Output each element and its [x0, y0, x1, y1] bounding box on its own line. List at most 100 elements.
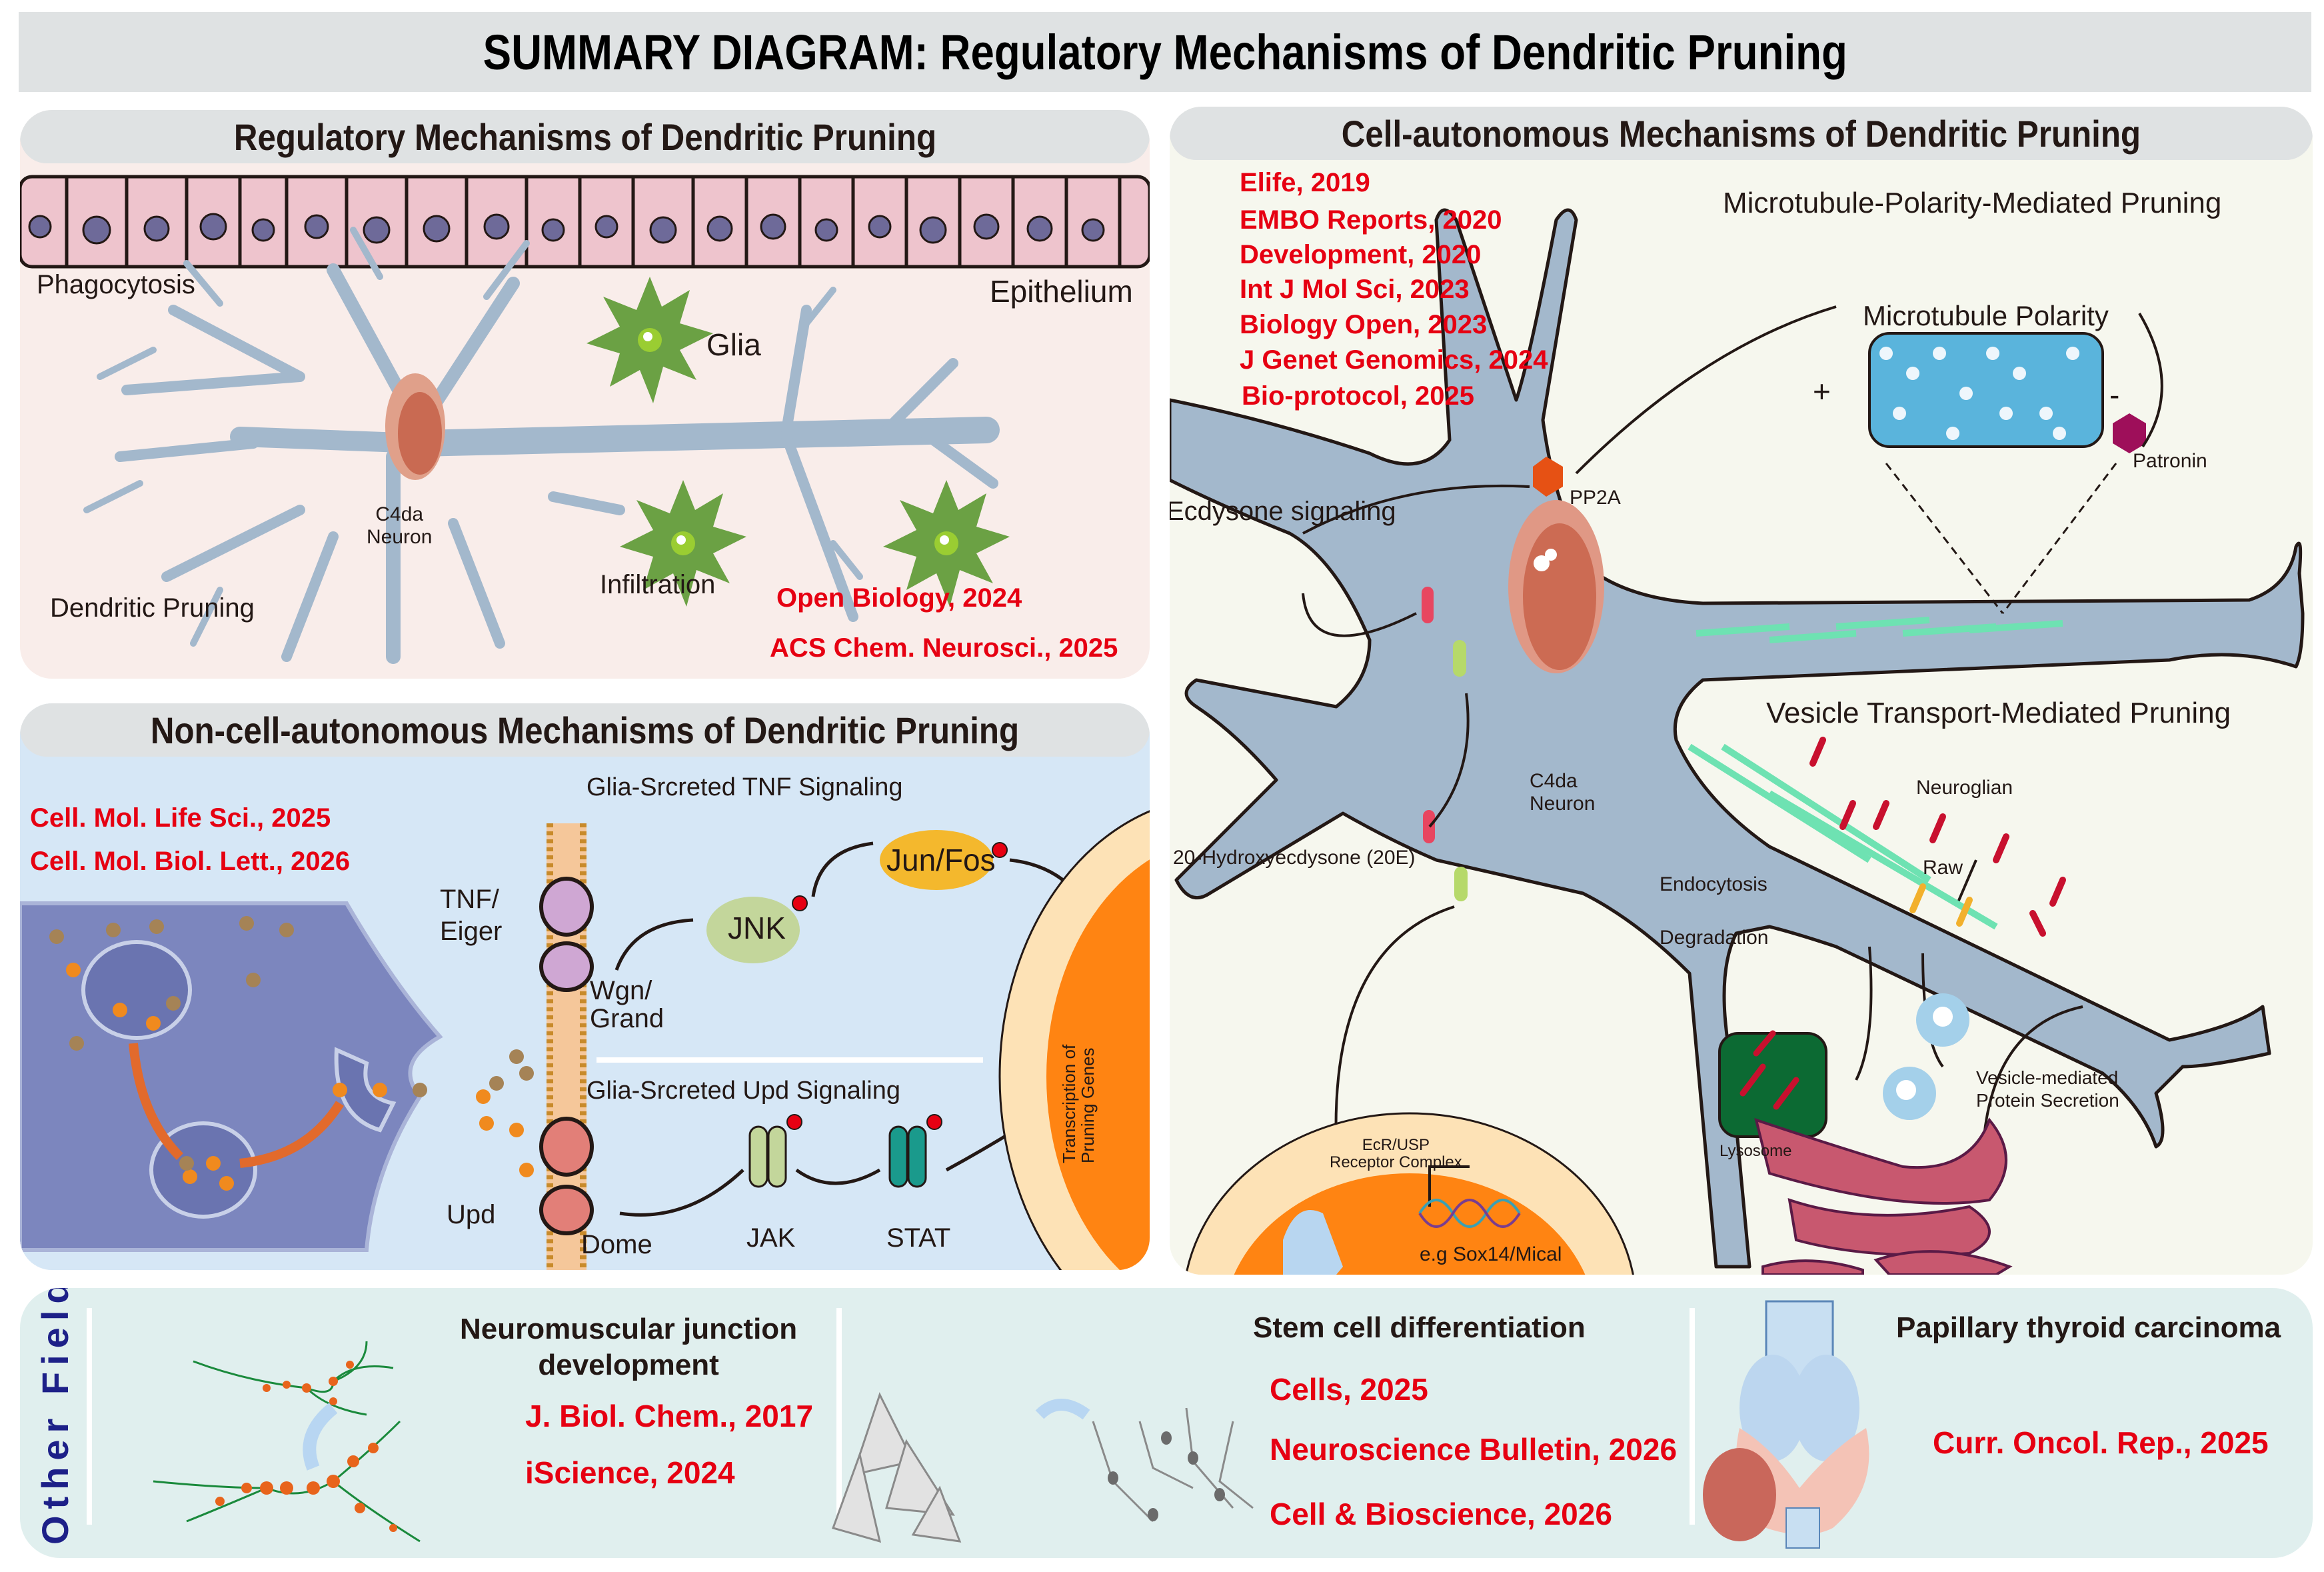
pp2a-icon — [1533, 457, 1563, 497]
target-genes-label: e.g Sox14/Mical — [1420, 1243, 1562, 1265]
thyroid-drawing — [1703, 1300, 1869, 1549]
glia-cell-vesicles — [20, 901, 443, 1252]
wgn-label-line1: Wgn/ — [590, 976, 652, 1005]
neuron-label-line1: C4da — [1530, 770, 1578, 792]
upd-section-title: Glia-Srcreted Upd Signaling — [586, 1077, 901, 1105]
phagocytosis-label: Phagocytosis — [37, 270, 195, 299]
transcription-label-line2: Pruning Genes — [1078, 1047, 1098, 1163]
nucleus — [998, 810, 1150, 1270]
citation: Bio-protocol, 2025 — [1242, 381, 1474, 411]
main-title-bar: SUMMARY DIAGRAM: Regulatory Mechanisms o… — [19, 12, 2311, 92]
dome-label: Dome — [581, 1230, 652, 1259]
noncell-illustration — [20, 810, 1150, 1270]
raw-markers — [1909, 883, 1973, 927]
ecdysone-molecule — [1454, 867, 1468, 901]
divider — [87, 1308, 92, 1525]
citation: EMBO Reports, 2020 — [1240, 205, 1502, 235]
citation: Development, 2020 — [1240, 240, 1482, 269]
stem-cell-drawing — [832, 1392, 962, 1543]
ecr-usp-label: EcR/USP Receptor Complex — [1330, 1137, 1462, 1171]
neuron-label: C4da Neuron — [367, 503, 432, 549]
nmj-title-line1: Neuromuscular junction — [460, 1313, 798, 1345]
stat-label: STAT — [886, 1223, 951, 1253]
cell-panel: Cell-autonomous Mechanisms of Dendritic … — [1170, 107, 2313, 1275]
citation: Open Biology, 2024 — [776, 583, 1022, 613]
citation: ACS Chem. Neurosci., 2025 — [770, 633, 1118, 663]
microtubule-section-title: Microtubule-Polarity-Mediated Pruning — [1723, 187, 2222, 219]
regulatory-illustration — [20, 175, 1150, 664]
regulatory-panel-title: Regulatory Mechanisms of Dendritic Pruni… — [233, 115, 936, 158]
microtubule-filaments — [1688, 617, 2063, 930]
nmj-drawing — [153, 1341, 421, 1543]
transition-arrow — [303, 1403, 338, 1471]
golgi-drawing — [1754, 1117, 2013, 1275]
neuron-somas — [1108, 1431, 1225, 1521]
citation: Curr. Oncol. Rep., 2025 — [1933, 1425, 2269, 1460]
neuroglian-label: Neuroglian — [1916, 777, 2013, 799]
citation: Cell. Mol. Life Sci., 2025 — [30, 803, 331, 833]
nmj-boutons — [215, 1361, 397, 1532]
nucleus — [1185, 1112, 1634, 1275]
transcription-label-line1: Transcription of — [1059, 1044, 1079, 1163]
patronin-label: Patronin — [2133, 450, 2207, 472]
tnf-label-line2: Eiger — [440, 917, 503, 946]
nmj-title-line2: development — [538, 1349, 719, 1381]
citation: iScience, 2024 — [525, 1455, 735, 1490]
secreted-particles — [49, 916, 534, 1191]
microtubule-drawing — [1868, 332, 2104, 448]
glia-label: Glia — [706, 327, 761, 362]
neuron-label-line2: Neuron — [367, 526, 433, 548]
neuron-label-line2: Neuron — [1530, 793, 1596, 815]
nmj-section-title: Neuromuscular junction development — [460, 1311, 797, 1383]
citation: Cell & Bioscience, 2026 — [1270, 1497, 1612, 1531]
pp2a-label: PP2A — [1570, 487, 1621, 509]
minus-end-label: - — [2109, 377, 2120, 412]
tnf-receptor — [539, 877, 594, 992]
other-fields-panel: Other Fields Neuromusc — [20, 1288, 2313, 1558]
neuron-label: C4da Neuron — [1530, 770, 1595, 815]
citation: J. Biol. Chem., 2017 — [525, 1399, 814, 1433]
other-fields-illustrations — [153, 1300, 1869, 1549]
divider — [836, 1308, 842, 1525]
ecr-usp-receptor — [1283, 1210, 1343, 1275]
dendritic-pruning-label: Dendritic Pruning — [50, 593, 255, 623]
ecdysone-molecule — [1423, 810, 1435, 843]
lysosome-drawing — [1718, 1032, 1827, 1138]
noncell-panel: Non-cell-autonomous Mechanisms of Dendri… — [20, 703, 1150, 1270]
citation: Elife, 2019 — [1240, 168, 1370, 197]
cell-panel-title: Cell-autonomous Mechanisms of Dendritic … — [1341, 112, 2141, 155]
citation: Cell. Mol. Biol. Lett., 2026 — [30, 847, 351, 876]
patronin-icon — [2113, 413, 2146, 453]
ecr-usp-label-line2: Receptor Complex — [1330, 1153, 1462, 1171]
ecdysone-signaling-label: Ecdysone signaling — [1170, 497, 1396, 526]
secretion-label-line2: Protein Secretion — [1976, 1090, 2119, 1111]
citation: Cells, 2025 — [1270, 1372, 1428, 1407]
glia-cells — [586, 277, 1010, 607]
tnf-label-line1: TNF/ — [440, 885, 499, 914]
microtubule-polarity-label: Microtubule Polarity — [1863, 300, 2109, 331]
infiltration-label: Infiltration — [600, 570, 716, 599]
tnf-eiger-label: TNF/ Eiger — [440, 883, 502, 947]
upd-receptor — [539, 1117, 594, 1235]
lysosome-label: Lysosome — [1720, 1142, 1792, 1160]
c4da-neuron-drawing — [1170, 208, 2305, 1269]
plus-end-label: + — [1813, 374, 1831, 409]
main-title: SUMMARY DIAGRAM: Regulatory Mechanisms o… — [483, 24, 1847, 80]
citation: Neuroscience Bulletin, 2026 — [1270, 1432, 1678, 1467]
neuron-label-line1: C4da — [375, 503, 424, 525]
neuroglian-markers — [1809, 737, 2066, 937]
zoom-lines — [1885, 463, 2117, 614]
secretion-label: Vesicle-mediated Protein Secretion — [1976, 1067, 2119, 1112]
phospho-markers — [786, 842, 1008, 1130]
cell-illustration — [1170, 208, 2305, 1275]
noncell-panel-header: Non-cell-autonomous Mechanisms of Dendri… — [20, 703, 1150, 757]
tnf-section-title: Glia-Srcreted TNF Signaling — [586, 773, 903, 801]
neuron-network-drawing — [1092, 1407, 1254, 1523]
thyroid-section-title: Papillary thyroid carcinoma — [1896, 1311, 2281, 1344]
secretion-label-line1: Vesicle-mediated — [1976, 1067, 2119, 1088]
noncell-panel-title: Non-cell-autonomous Mechanisms of Dendri… — [150, 709, 1020, 751]
upd-label: Upd — [447, 1200, 496, 1229]
degradation-label: Degradation — [1660, 927, 1769, 949]
jnk-label: JNK — [728, 911, 786, 945]
wgn-label-line2: Grand — [590, 1004, 664, 1033]
